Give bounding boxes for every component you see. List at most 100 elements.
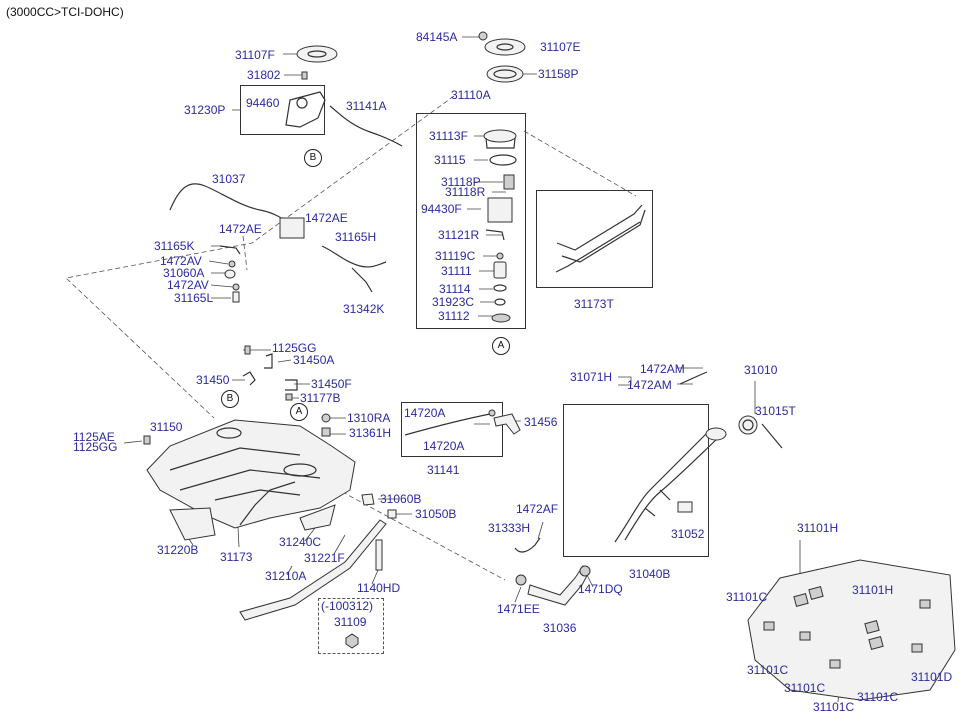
part-label-1140hd: 1140HD [357, 581, 401, 595]
part-label-31060a: 31060A [163, 266, 205, 280]
part-label-31220b: 31220B [157, 543, 199, 557]
part-label-31802: 31802 [247, 68, 281, 82]
marker-b-tank: B [221, 390, 239, 408]
part-label-31101h-right: 31101H [852, 583, 894, 597]
tank-port-right [283, 463, 317, 477]
part-label-31115: 31115 [434, 153, 466, 167]
part-label-1472av-upper: 1472AV [160, 254, 202, 268]
part-label-1125ae: 1125AE [73, 430, 115, 444]
reference-line [65, 95, 455, 419]
part-label-31101c-lower-4: 31101C [857, 690, 899, 704]
part-label-31173: 31173 [220, 550, 253, 564]
gasket-31107f-top [296, 45, 338, 63]
reference-line [242, 235, 248, 271]
part-label-31450a: 31450A [293, 353, 335, 367]
part-label-31177b: 31177B [300, 391, 341, 405]
marker-a-tank: A [290, 403, 308, 421]
part-label-31333h: 31333H [488, 521, 531, 535]
bolt-1140hd [375, 539, 383, 571]
part-label-31141: 31141 [427, 463, 460, 477]
part-label-31450f: 31450F [311, 377, 352, 391]
part-label-31010: 31010 [744, 363, 778, 377]
filter-31118p [503, 174, 515, 190]
seal-31114 [493, 284, 507, 292]
part-label-1471dq: 1471DQ [578, 582, 623, 596]
part-label-31101c-lower-1: 31101C [747, 663, 789, 677]
pad-31101d [911, 643, 923, 653]
tank-harness-31173 [239, 481, 296, 526]
clamp-31050b [387, 509, 397, 519]
valve-31361h [321, 427, 331, 437]
pad-31101c-1 [763, 621, 775, 631]
part-label-31456: 31456 [524, 415, 558, 429]
part-label-1472af: 1472AF [516, 502, 559, 516]
fuel-line-31173t [555, 204, 646, 273]
part-label-31101c-left: 31101C [726, 590, 768, 604]
part-label-31050b: 31050B [415, 507, 457, 521]
o-ring-31115 [489, 154, 517, 166]
hose-14720a-end [488, 409, 496, 417]
clip-31177b [285, 393, 293, 401]
part-label-100312: (-100312) [321, 599, 374, 613]
hose-31060a [224, 269, 236, 279]
part-label-31119c: 31119C [435, 249, 476, 263]
protector-31221f [299, 504, 336, 531]
part-label-1472ae-left: 1472AE [219, 222, 262, 236]
pad-31101c-4 [919, 599, 931, 609]
part-label-14720a-lower: 14720A [423, 439, 465, 453]
clip-31119c [496, 252, 504, 260]
clamp-1472av [228, 260, 236, 268]
screw-31802 [301, 71, 308, 80]
part-label-14720a-upper: 14720A [404, 406, 446, 420]
pump-body-31111 [493, 261, 507, 279]
part-label-31158p: 31158P [538, 67, 579, 81]
bracket-31121r [485, 229, 505, 241]
part-label-31121r: 31121R [438, 228, 480, 242]
plate-31113f-body [485, 137, 516, 149]
grommet-1310ra [321, 413, 331, 423]
clamp-1471ee [515, 574, 527, 586]
part-label-84145a: 84145A [416, 30, 458, 44]
pump-module-group-box [416, 113, 526, 329]
heat-shield-31220b [169, 507, 216, 541]
part-label-31923c: 31923C [432, 295, 475, 309]
part-label-31173t: 31173T [574, 297, 614, 311]
part-label-31150: 31150 [150, 420, 183, 434]
clip-31450f [285, 379, 298, 391]
fuel-cap-31010 [738, 415, 758, 435]
part-label-94460: 94460 [246, 96, 280, 110]
part-label-31015t: 31015T [755, 404, 796, 418]
clamp-1472av-lower [232, 283, 240, 291]
part-label-31230p: 31230P [184, 103, 226, 117]
part-label-1310ra: 1310RA [347, 411, 391, 425]
fuel-cap-inner [742, 419, 754, 431]
part-label-31107f: 31107F [235, 48, 275, 62]
part-label-31071h: 31071H [570, 370, 613, 384]
ring-31158p-inner [493, 69, 517, 79]
hose-31165k [219, 245, 241, 255]
bolt-84145a [478, 31, 488, 41]
strap-31210a [239, 519, 387, 621]
part-label-31118r: 31118R [445, 185, 486, 199]
part-label-31052: 31052 [671, 527, 705, 541]
part-label-1472av-lower: 1472AV [167, 278, 209, 292]
part-label-31109: 31109 [334, 615, 367, 629]
part-label-31165h: 31165H [335, 230, 377, 244]
filler-neck-group-box [563, 404, 709, 557]
part-label-1472am-lower: 1472AM [627, 378, 672, 392]
part-label-31036: 31036 [543, 621, 577, 635]
bolt-1125ag [143, 435, 151, 445]
part-label-31101c-lower-2: 31101C [784, 681, 826, 695]
part-label-31101c-lower-3: 31101C [813, 700, 855, 714]
cover-31107e [484, 38, 526, 56]
gasket-31107f-inner [307, 50, 327, 58]
part-label-31101d: 31101D [911, 670, 953, 684]
pad-31101h-4 [868, 636, 884, 650]
part-label-31165l: 31165L [174, 291, 214, 305]
part-label-31113f: 31113F [429, 129, 468, 143]
bracket-31450a [264, 353, 273, 369]
clamp-31060b [361, 493, 375, 506]
tether-31015t [761, 423, 783, 449]
marker-a-top: A [492, 337, 510, 355]
